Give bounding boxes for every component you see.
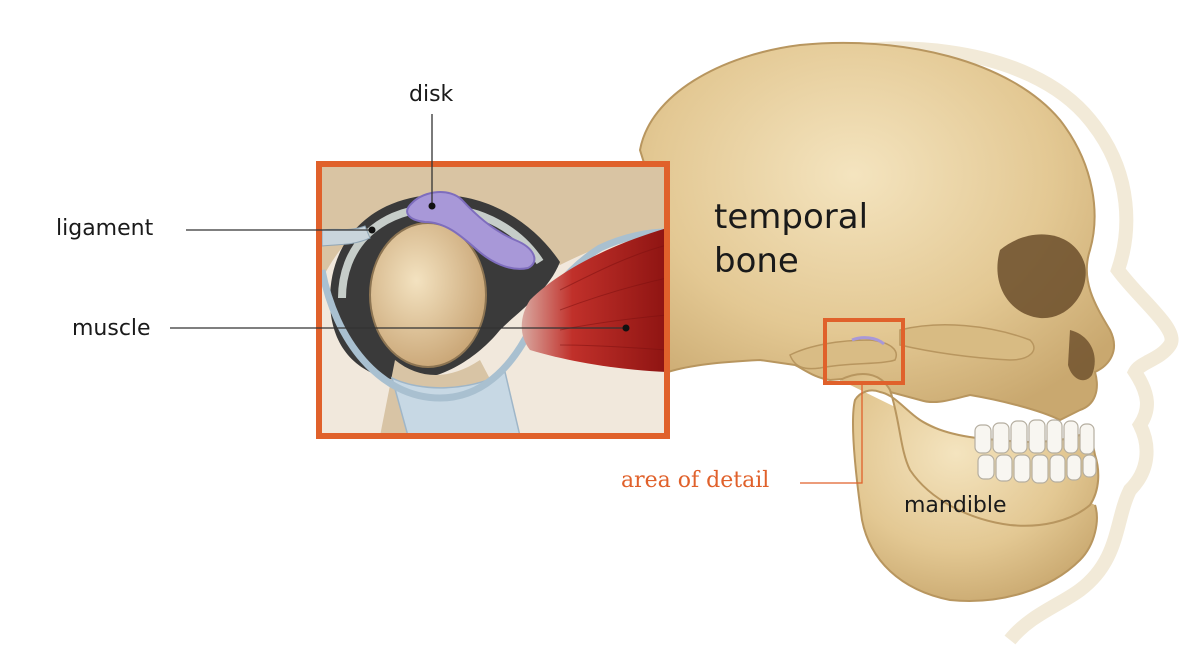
inset-capsule	[319, 228, 667, 402]
skin-profile-outline	[762, 41, 1179, 645]
inset-disk	[406, 191, 536, 270]
lower-teeth	[977, 454, 1097, 484]
inset-frame	[316, 161, 670, 439]
cheekbone	[899, 324, 1035, 361]
label-disk: disk	[409, 82, 454, 107]
label-area-of-detail: area of detail	[621, 468, 770, 493]
upper-teeth	[974, 419, 1095, 455]
label-temporal-bone: temporal bone	[714, 195, 868, 283]
zygomatic-arch	[789, 339, 897, 370]
inset-muscle	[521, 228, 667, 372]
muscle-dot	[622, 324, 630, 332]
disk-dot	[428, 202, 436, 210]
mandible-bone	[839, 373, 1100, 602]
label-temporal-line2: bone	[714, 241, 799, 281]
nasal-cavity	[1068, 330, 1095, 381]
label-temporal-line1: temporal	[714, 197, 869, 237]
label-muscle: muscle	[72, 316, 151, 341]
inset-condyle	[369, 222, 487, 368]
joint-detail-inset	[319, 164, 667, 436]
area-of-detail-box	[823, 318, 905, 385]
label-mandible: mandible	[904, 493, 1007, 518]
area-of-detail-leader	[800, 383, 863, 484]
inset-lower-ligament	[390, 370, 521, 436]
label-ligament: ligament	[56, 216, 154, 241]
eye-socket	[997, 234, 1086, 319]
skull-cranium	[638, 41, 1115, 422]
ligament-dot	[368, 226, 376, 234]
inset-temporal-bone	[319, 164, 667, 285]
small-disk-mark	[851, 336, 885, 346]
